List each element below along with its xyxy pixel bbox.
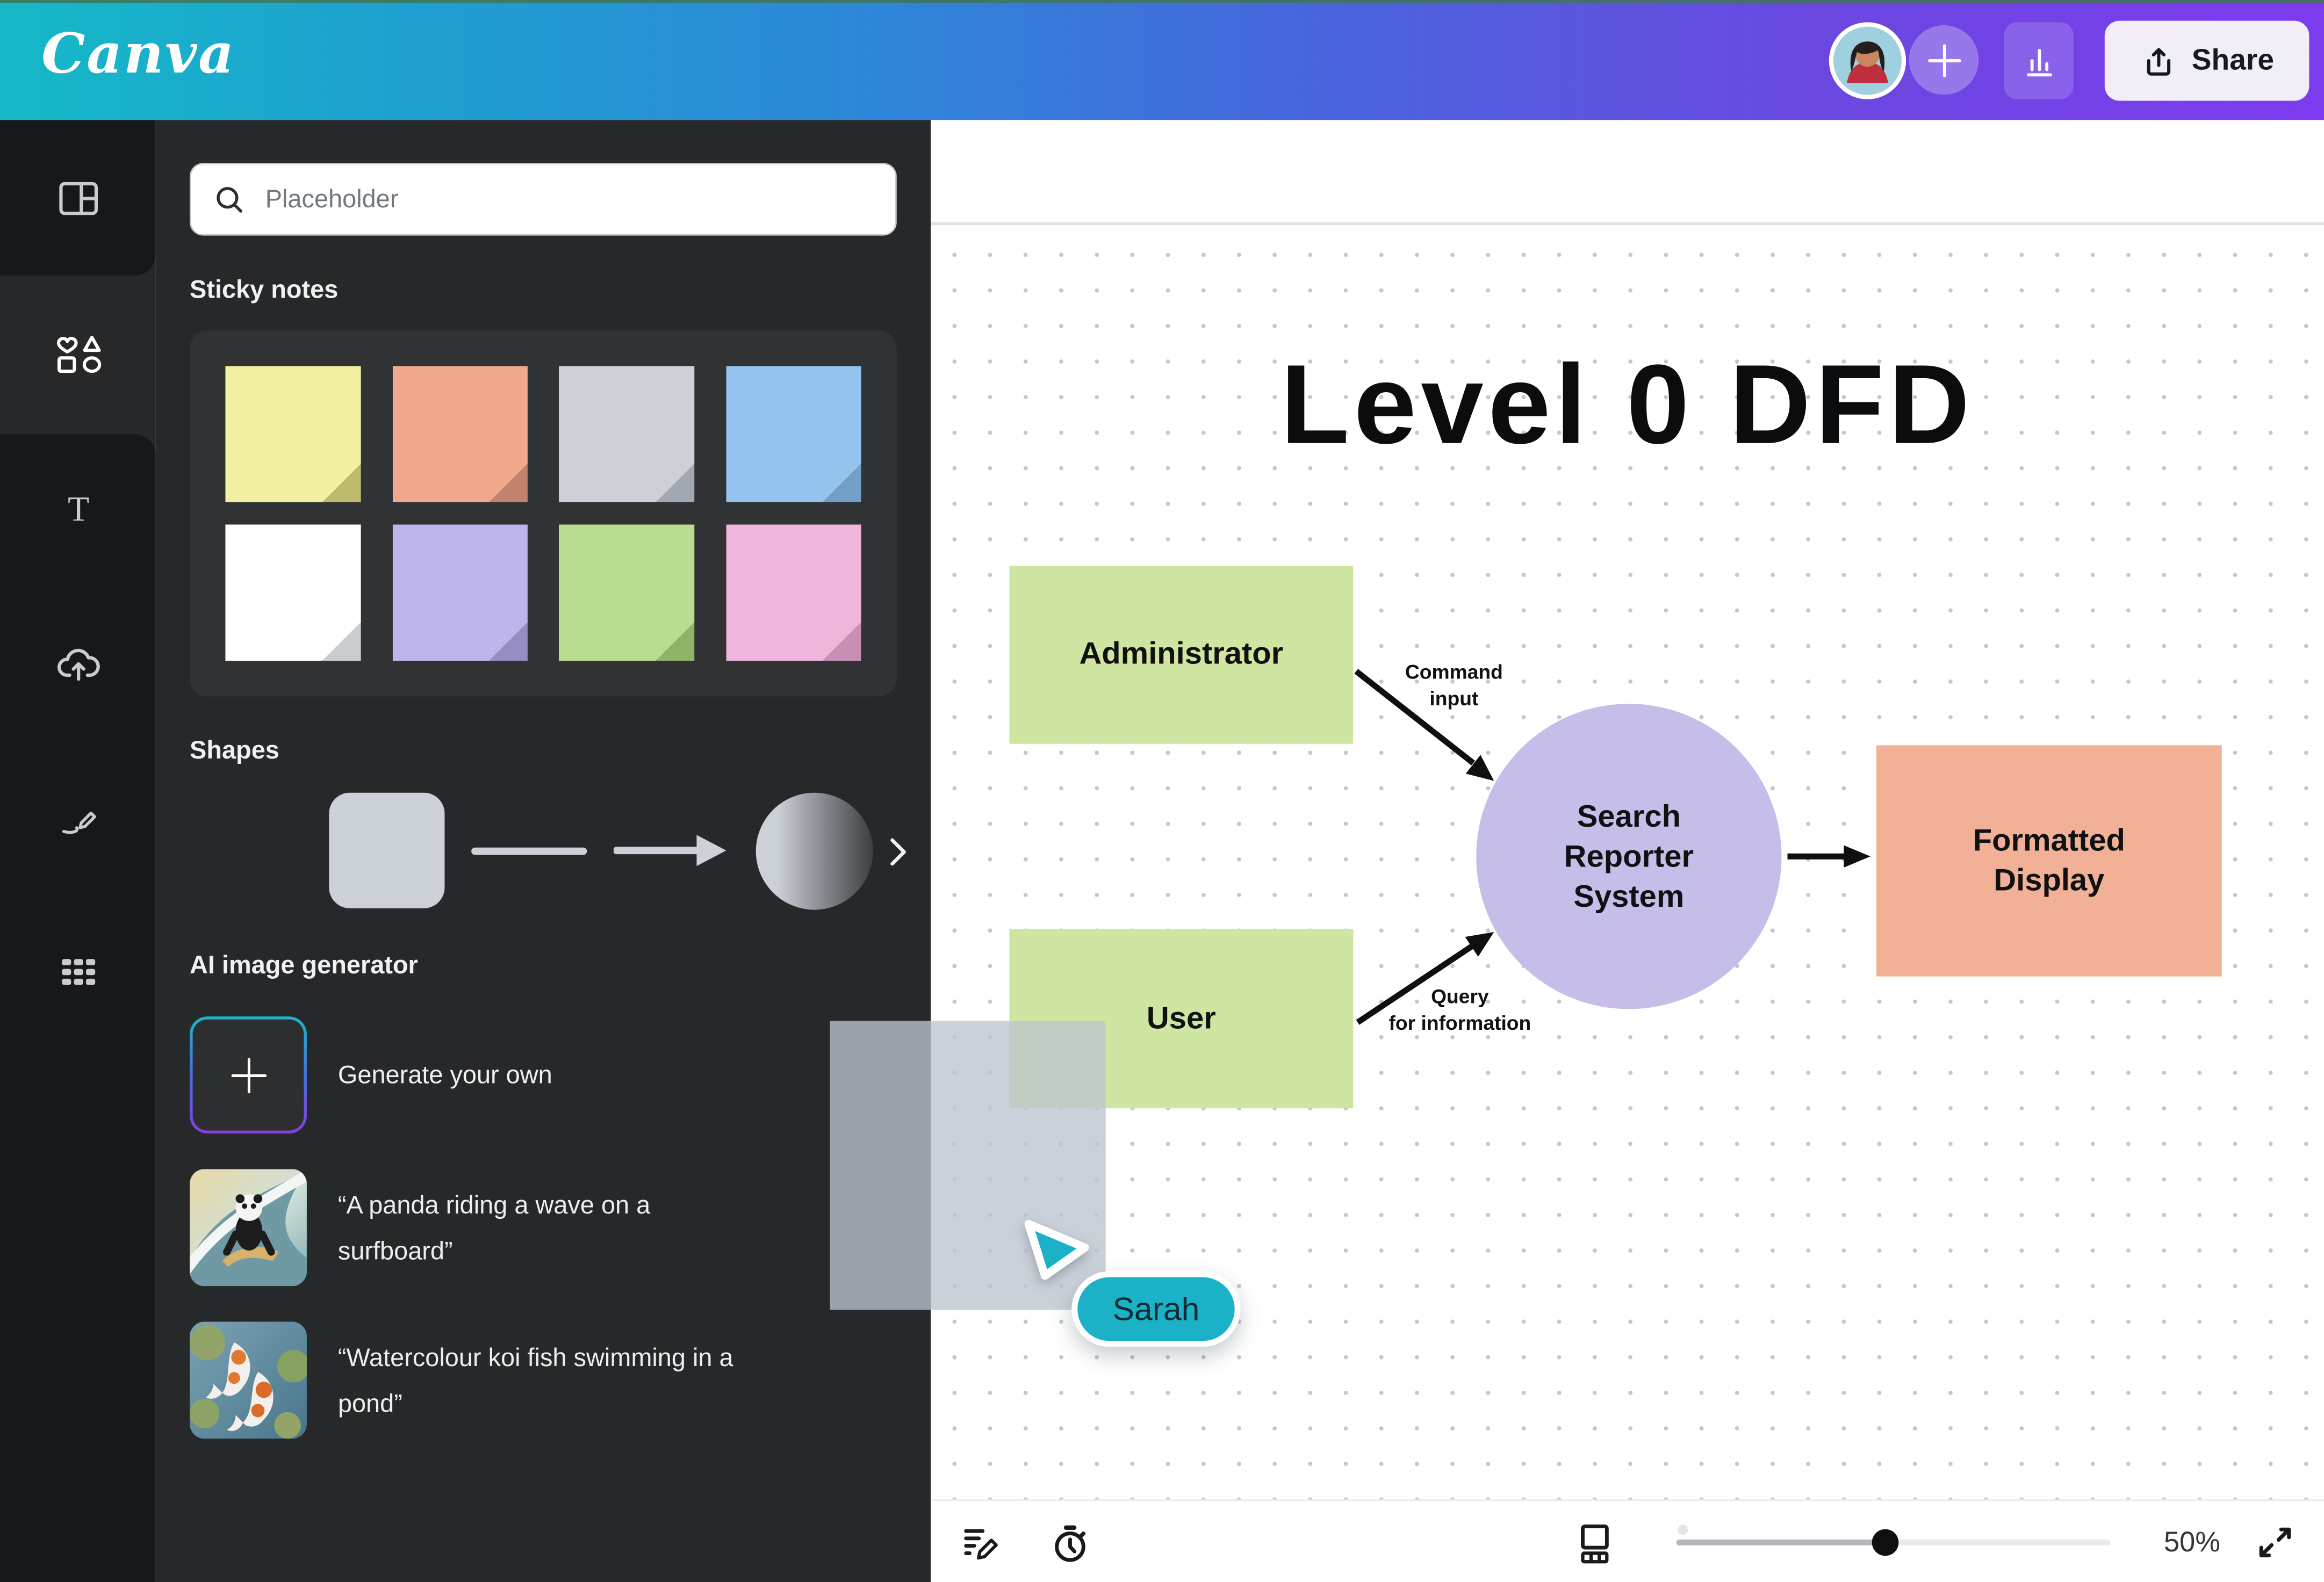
zoom-slider-knob[interactable] <box>1872 1529 1899 1556</box>
edge-label-query[interactable]: Query for information <box>1388 985 1531 1034</box>
zoom-level[interactable]: 50% <box>2164 1527 2220 1559</box>
add-button[interactable] <box>1909 25 1979 95</box>
sticky-note-white[interactable] <box>225 524 361 661</box>
zoom-slider-fill <box>1676 1539 1886 1545</box>
sticky-notes-grid <box>190 330 897 697</box>
cloud-upload-icon <box>56 648 99 681</box>
koi-thumbnail <box>190 1321 307 1439</box>
whiteboard-canvas[interactable]: Level 0 DFD Administrator User Search Re… <box>931 120 2324 1582</box>
sidebar-item-design[interactable] <box>0 147 156 250</box>
collaborator-name: Sarah <box>1112 1290 1200 1327</box>
timer-icon <box>1055 1525 1086 1562</box>
shape-line[interactable] <box>471 847 587 855</box>
search-box[interactable] <box>190 163 897 236</box>
panda-thumbnail <box>190 1169 307 1287</box>
share-button[interactable]: Share <box>2104 20 2309 101</box>
generate-row: Generate your own <box>190 1016 897 1134</box>
node-formatted-display[interactable]: Formatted Display <box>1876 745 2222 977</box>
sticky-note-gray[interactable] <box>559 366 695 503</box>
ai-prompt-panda[interactable]: “A panda riding a wave on a surfboard” <box>190 1169 897 1287</box>
shape-arrow[interactable] <box>613 831 729 870</box>
generate-your-own-label: Generate your own <box>337 1060 552 1088</box>
chevron-right-icon[interactable] <box>888 834 909 870</box>
share-button-label: Share <box>2191 44 2275 77</box>
prompt-text-panda: “A panda riding a wave on a surfboard” <box>337 1190 651 1265</box>
expand-icon <box>2259 1527 2291 1558</box>
top-bar: Canva Share <box>0 0 2324 120</box>
node-search-reporter-system[interactable]: Search Reporter System <box>1476 704 1782 1009</box>
sticky-note-yellow[interactable] <box>225 366 361 503</box>
collaborator-cursor-icon <box>1002 1197 1106 1292</box>
edge-label-command-input[interactable]: Command input <box>1405 661 1503 709</box>
draw-icon <box>61 811 96 834</box>
shape-rounded-square[interactable] <box>329 792 445 908</box>
arrow-shape-icon <box>613 835 726 866</box>
pages-icon <box>1581 1524 1609 1564</box>
board-title[interactable]: Level 0 DFD <box>1280 342 1975 468</box>
main-area: T <box>0 120 2324 1582</box>
svg-text:T: T <box>67 490 89 529</box>
sidebar-rail: T <box>0 120 156 1582</box>
notes-icon <box>964 1529 998 1560</box>
shapes-row <box>190 786 931 918</box>
apps-icon <box>61 959 95 985</box>
node-label: Administrator <box>1079 637 1284 671</box>
ai-generator-title: AI image generator <box>190 951 418 980</box>
node-label: Formatted Display <box>1973 823 2125 898</box>
plus-icon <box>231 1057 266 1093</box>
pages-view-button[interactable] <box>1573 1522 1617 1566</box>
node-label: Search Reporter System <box>1564 799 1694 914</box>
share-icon <box>2146 47 2170 75</box>
sidebar-item-elements[interactable] <box>0 302 156 406</box>
sticky-notes-title: Sticky notes <box>190 276 339 304</box>
node-label: User <box>1146 1001 1216 1035</box>
sidebar-item-text[interactable]: T <box>0 458 156 561</box>
sticky-note-green[interactable] <box>559 524 695 661</box>
zoom-slider-start-dot <box>1678 1525 1688 1535</box>
avatar-image <box>1833 26 1902 95</box>
elements-panel: Sticky notes <box>155 120 931 1582</box>
node-administrator[interactable]: Administrator <box>1009 566 1354 744</box>
ai-prompt-koi[interactable]: “Watercolour koi fish swimming in a pond… <box>190 1321 897 1439</box>
rail-lower-block <box>0 434 156 1582</box>
canva-logo[interactable]: Canva <box>41 20 236 86</box>
insights-button[interactable] <box>2004 22 2074 99</box>
prompt-text-koi: “Watercolour koi fish swimming in a pond… <box>337 1343 733 1418</box>
search-input[interactable] <box>262 183 875 216</box>
fullscreen-button[interactable] <box>2254 1522 2296 1563</box>
sticky-note-purple[interactable] <box>392 524 528 661</box>
rail-upper-block <box>0 120 156 276</box>
chart-icon <box>2026 48 2052 77</box>
sticky-note-blue[interactable] <box>725 366 861 503</box>
sticky-note-pink[interactable] <box>725 524 861 661</box>
sidebar-item-uploads[interactable] <box>0 613 156 717</box>
edge-arrows <box>1354 669 1870 1025</box>
avatar[interactable] <box>1829 22 1906 99</box>
node-user[interactable]: User <box>1009 929 1354 1109</box>
shapes-title: Shapes <box>190 736 279 765</box>
elements-icon <box>56 336 100 373</box>
bottom-bar: 50% <box>931 1499 2324 1582</box>
zoom-slider[interactable] <box>1676 1525 2111 1556</box>
design-icon <box>58 182 97 215</box>
text-icon: T <box>67 490 89 529</box>
collaborator-name-badge: Sarah <box>1071 1271 1241 1347</box>
plus-icon <box>1927 44 1961 77</box>
sidebar-item-draw[interactable] <box>0 768 156 871</box>
top-edge-accent <box>0 0 2324 3</box>
notes-button[interactable] <box>960 1522 1005 1566</box>
sidebar-item-apps[interactable] <box>0 920 156 1024</box>
search-icon <box>217 186 242 212</box>
timer-button[interactable] <box>1048 1522 1092 1566</box>
sticky-note-salmon[interactable] <box>392 366 528 503</box>
generate-your-own-button[interactable] <box>190 1016 307 1134</box>
